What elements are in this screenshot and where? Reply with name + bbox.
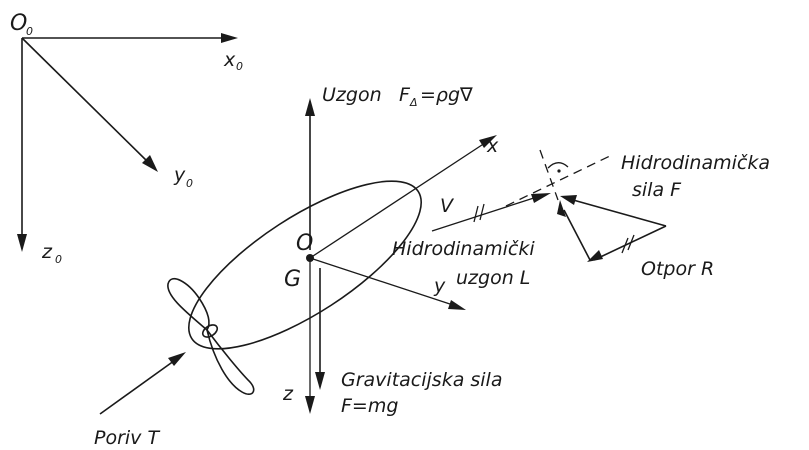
right-angle-dot <box>557 169 561 173</box>
thrust-arrow-line <box>99 357 179 415</box>
body-origin-label: O <box>296 231 313 256</box>
propeller-blade-upper <box>167 278 210 332</box>
submarine-hull <box>188 180 422 350</box>
body-y-arrowhead <box>448 300 466 310</box>
buoyancy-subscript: Δ <box>409 96 418 109</box>
body-z-arrowhead <box>305 396 315 414</box>
body-x-arrowhead <box>479 135 497 148</box>
earth-fixed-axes <box>17 33 238 252</box>
drag-force-line <box>593 225 667 261</box>
velocity-arrowhead <box>531 193 551 203</box>
propeller-blade-lower <box>206 329 255 396</box>
resultant-force-arrowhead <box>560 195 577 205</box>
velocity-tick-1 <box>473 205 479 223</box>
origin0-subscript: 0 <box>26 25 33 38</box>
propeller-hub <box>201 324 219 338</box>
gravity-arrowhead <box>315 372 325 390</box>
drag-tick-1 <box>621 237 629 254</box>
y0-subscript: 0 <box>186 177 193 190</box>
velocity-tick-2 <box>479 203 485 221</box>
center-of-gravity-dot <box>306 254 314 262</box>
body-y-label: y <box>433 275 446 297</box>
buoyancy-arrowhead <box>305 98 315 116</box>
drag-force-arrowhead <box>587 250 603 262</box>
y0-label: y <box>173 164 186 186</box>
drag-label: Otpor R <box>641 258 714 280</box>
thrust-arrowhead <box>168 352 186 366</box>
buoyancy-prefix: Uzgon <box>322 84 382 106</box>
right-angle-arc <box>547 162 569 169</box>
hydro-force-label-line1: Hidrodinamička <box>621 152 770 174</box>
z0-subscript: 0 <box>55 253 62 266</box>
hydro-lift-label-line1: Hidrodinamički <box>392 238 535 260</box>
buoyancy-symbol: F <box>399 84 411 106</box>
velocity-arrow-line <box>431 195 541 232</box>
x0-arrowhead <box>221 33 238 43</box>
hydro-force-label-line2: sila F <box>632 179 682 201</box>
gravity-label-line1: Gravitacijska sila <box>341 369 502 391</box>
buoyancy-formula: =ρg∇ <box>420 84 473 106</box>
drag-tick-2 <box>627 234 635 251</box>
lift-force-line <box>563 209 591 261</box>
x0-subscript: 0 <box>236 60 243 73</box>
y0-arrowhead <box>142 155 158 172</box>
center-of-gravity-label: G <box>284 267 301 292</box>
resultant-force-line <box>565 197 667 227</box>
y0-axis-line <box>21 37 151 165</box>
flow-reference-dashed <box>505 154 613 207</box>
lift-force-arrowhead <box>557 200 566 217</box>
body-y-axis-line <box>309 257 457 307</box>
hydro-lift-label-line2: uzgon L <box>456 267 530 289</box>
z0-arrowhead <box>17 234 27 252</box>
vertical-reference-dashed <box>539 149 559 201</box>
body-x-label: x <box>486 135 499 157</box>
body-z-label: z <box>282 383 294 405</box>
origin0-label: O <box>10 11 27 36</box>
velocity-label: V <box>440 195 455 217</box>
propeller <box>167 278 255 396</box>
gravity-label-line2: F=mg <box>341 395 398 417</box>
body-x-axis-line <box>309 140 489 259</box>
thrust-label: Poriv T <box>94 427 160 449</box>
z0-label: z <box>41 241 53 263</box>
x0-label: x <box>223 49 236 71</box>
